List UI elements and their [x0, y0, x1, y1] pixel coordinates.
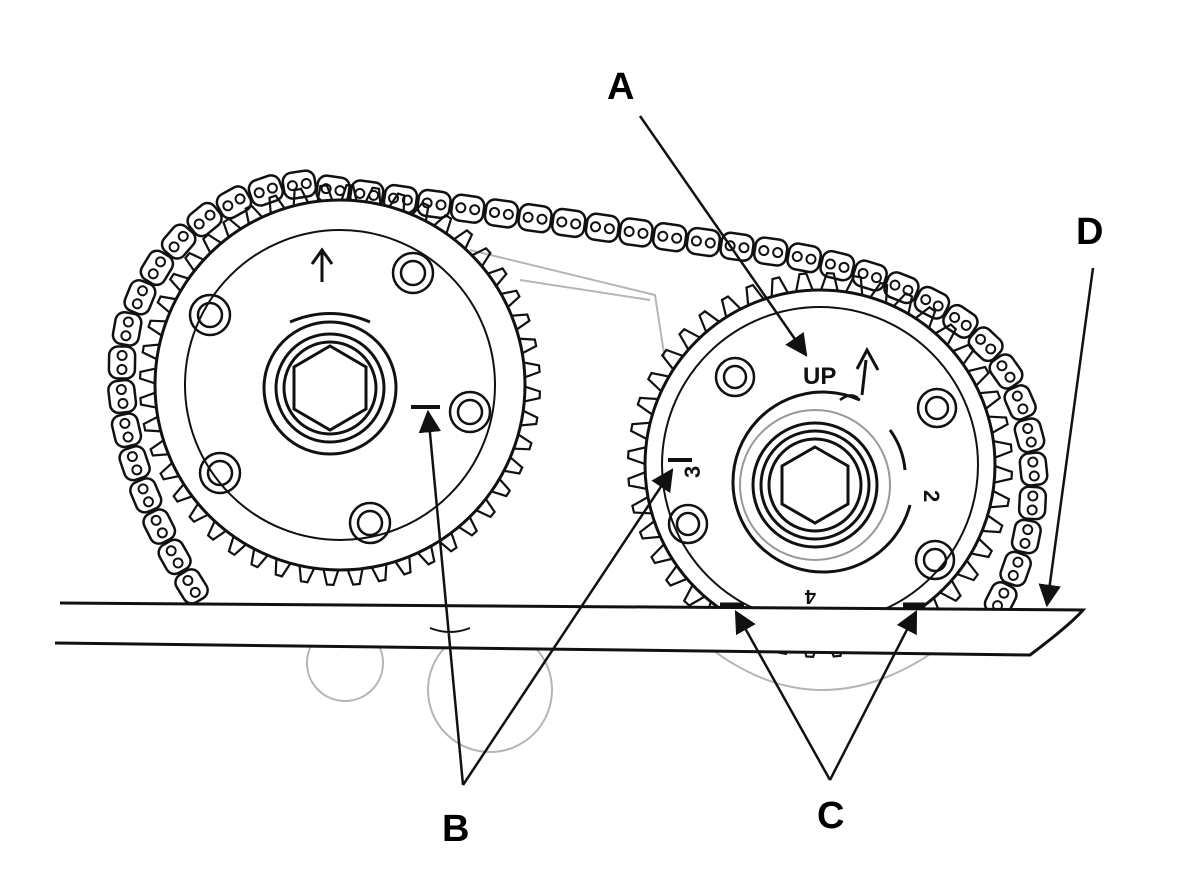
sprocket-bolt-hole [188, 251, 492, 545]
chain-link [123, 279, 157, 316]
number-2-engraving: 2 [919, 490, 944, 502]
chain-link [652, 222, 688, 253]
chain-link [1018, 451, 1049, 487]
leader-a [638, 115, 808, 357]
up-engraving: UP [803, 363, 836, 390]
cylinder-head-upper-edge [54, 601, 1087, 657]
left-hub [262, 312, 398, 456]
leader-b-right [461, 468, 674, 786]
chain-link [142, 508, 177, 545]
up-mark-notch [839, 394, 859, 401]
chain-link [110, 412, 143, 449]
chain-link [483, 198, 520, 229]
callout-c: C [817, 795, 845, 837]
chain-link [215, 185, 253, 220]
chain-link [129, 477, 163, 514]
sprocket-bolt-hole [667, 356, 958, 581]
callout-a: A [607, 66, 635, 108]
chain-link [999, 550, 1032, 587]
chain-link [1010, 518, 1042, 555]
chain-link [247, 174, 284, 207]
leader-lines [418, 115, 1095, 786]
callout-b: B [442, 808, 470, 850]
callout-d: D [1076, 211, 1104, 253]
leader-c-left [734, 610, 832, 781]
chain-link [1013, 417, 1046, 454]
chain-link [118, 445, 151, 482]
chain-link [819, 249, 856, 282]
chain-link [1017, 485, 1048, 521]
chain-link [111, 311, 143, 347]
number-4-engraving: 4 [804, 585, 816, 607]
right-hub [731, 390, 912, 574]
chain-link [988, 353, 1024, 390]
chain-link [685, 226, 722, 258]
up-arrow-icon [855, 346, 880, 396]
intake-camshaft-sprocket: UP 2 3 4 [626, 271, 1014, 659]
chain-link [157, 538, 192, 576]
chain-link [719, 231, 755, 262]
chain-link [1003, 384, 1037, 421]
chain-link [913, 285, 951, 320]
leader-d [1038, 267, 1095, 608]
chain-link [786, 242, 822, 274]
number-3-engraving: 3 [680, 466, 705, 478]
chain-link [450, 193, 486, 224]
chain-link [107, 378, 138, 415]
rotation-arrow-icon [310, 247, 334, 282]
chain-link [416, 188, 452, 220]
chain-link [186, 201, 223, 238]
chain-link [517, 203, 553, 234]
chain-link [139, 249, 175, 287]
chain-link [281, 169, 318, 200]
chain-link [967, 326, 1004, 363]
chain-link [160, 223, 197, 260]
chain-link [174, 568, 209, 605]
leader-c-right [828, 609, 918, 781]
chain-link [551, 207, 587, 239]
chain-link [107, 345, 137, 380]
chain-link [618, 217, 654, 248]
leader-b-left [418, 409, 465, 786]
exhaust-camshaft-sprocket [138, 183, 542, 587]
chain-link [752, 236, 789, 267]
chain-link [584, 212, 621, 243]
